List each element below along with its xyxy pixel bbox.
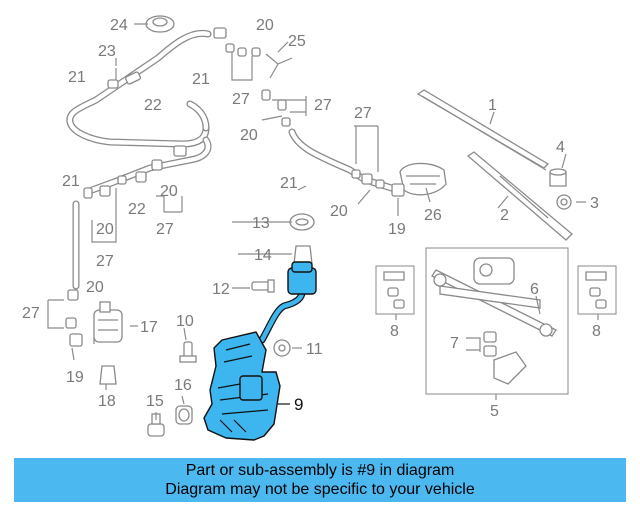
hose-connectors: [65, 27, 385, 347]
seal-part-13: [289, 213, 315, 231]
callout-21: 21: [280, 175, 298, 192]
callout-22: 22: [144, 97, 162, 114]
callout-19: 19: [388, 221, 406, 238]
banner-line-part-number: Part or sub-assembly is #9 in diagram: [185, 462, 455, 479]
callout-1: 1: [488, 97, 497, 114]
callout-19: 19: [66, 369, 84, 386]
callout-5: 5: [490, 403, 499, 420]
bolt-part-12: [251, 279, 275, 293]
callout-20: 20: [240, 127, 258, 144]
callout-21: 21: [62, 173, 80, 190]
washer-nozzle-part-26: [391, 162, 447, 197]
callout-labels: 24 20 23 25 21 21 22 27 27 27 20 1 4 3 2…: [22, 17, 601, 420]
nut-part-11: [273, 339, 291, 357]
wiper-linkage-assembly-5: [425, 247, 569, 395]
callout-16: 16: [174, 377, 192, 394]
callout-17: 17: [140, 319, 158, 336]
callout-27: 27: [232, 91, 250, 108]
callout-25: 25: [288, 33, 306, 50]
callout-8: 8: [592, 323, 601, 340]
wiper-arm-part-2: [466, 151, 573, 241]
bolt-part-10: [179, 341, 197, 363]
callout-12: 12: [212, 281, 230, 298]
callout-14: 14: [254, 247, 272, 264]
callout-2: 2: [500, 207, 509, 224]
callout-27: 27: [354, 105, 372, 122]
callout-20: 20: [96, 221, 114, 238]
washer-pump-part-17: [93, 301, 123, 343]
washer-hose-routing: [66, 29, 402, 290]
y-joint-part-25: [265, 53, 293, 79]
wiper-blade-part-1: [416, 89, 550, 171]
callout-27: 27: [314, 97, 332, 114]
info-banner: Part or sub-assembly is #9 in diagram Di…: [14, 458, 626, 502]
callout-26: 26: [424, 207, 442, 224]
callout-24: 24: [110, 17, 128, 34]
nut-part-3: [556, 194, 572, 210]
banner-line-disclaimer: Diagram may not be specific to your vehi…: [165, 481, 475, 498]
callout-18: 18: [98, 393, 116, 410]
callout-27: 27: [96, 253, 114, 270]
callout-22: 22: [128, 201, 146, 218]
callout-6: 6: [530, 281, 539, 298]
grommet-part-16: [175, 405, 193, 425]
callout-11: 11: [306, 341, 323, 358]
callout-9: 9: [294, 395, 303, 414]
callout-27: 27: [156, 221, 174, 238]
washer-reservoir-part-9: [203, 261, 317, 441]
callout-8: 8: [390, 323, 399, 340]
callout-20: 20: [86, 279, 104, 296]
grommet-part-24: [145, 15, 175, 33]
parts-diagram: 24 20 23 25 21 21 22 27 27 27 20 1 4 3 2…: [22, 15, 617, 441]
callout-23: 23: [98, 43, 116, 60]
grommet-part-18: [99, 365, 117, 385]
callout-3: 3: [590, 195, 599, 212]
callout-21: 21: [192, 71, 210, 88]
bracket-kit-8-right: [577, 265, 617, 315]
callout-7: 7: [450, 335, 459, 352]
callout-20: 20: [160, 183, 178, 200]
callout-21: 21: [68, 69, 86, 86]
bracket-kit-8-left: [375, 265, 415, 315]
callout-27: 27: [22, 305, 40, 322]
callout-15: 15: [146, 393, 164, 410]
callout-20: 20: [330, 203, 348, 220]
callout-13: 13: [252, 215, 270, 232]
leader-lines: [47, 23, 599, 420]
callout-4: 4: [556, 139, 565, 156]
nut-cap-part-4: [549, 168, 567, 187]
callout-20: 20: [256, 17, 274, 34]
callout-10: 10: [176, 313, 194, 330]
